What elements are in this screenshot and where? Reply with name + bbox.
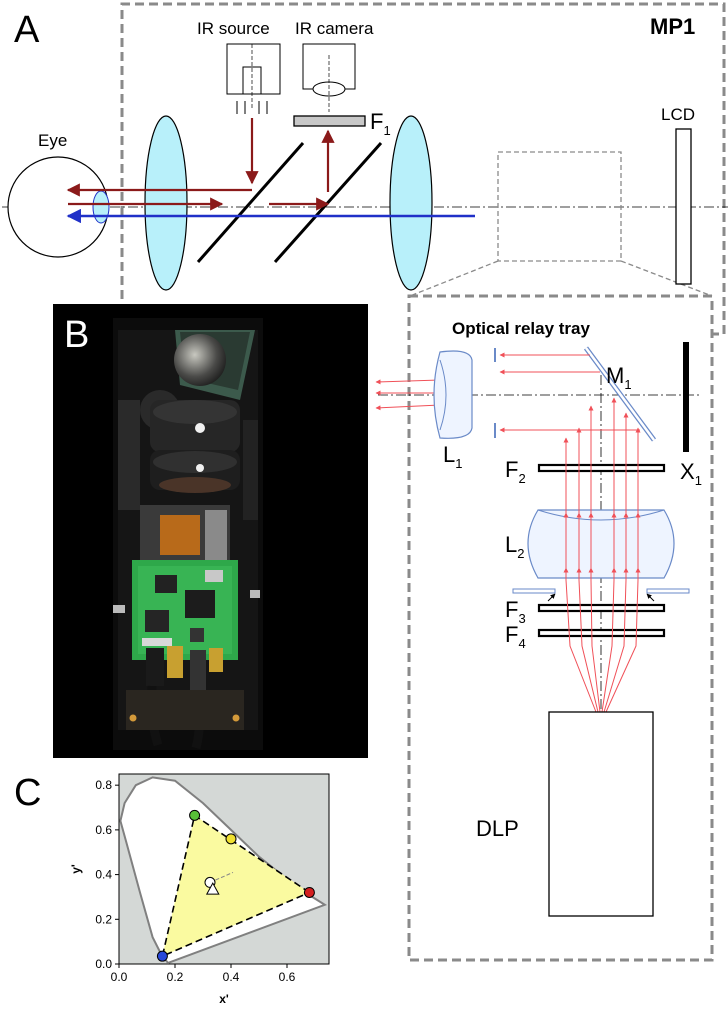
dlp-label: DLP (476, 816, 519, 841)
y-axis-label: y' (69, 864, 83, 874)
panel-b: B (53, 304, 368, 758)
aperture-arrow-right (646, 593, 655, 602)
x-tick-label-2: 0.4 (223, 970, 240, 984)
filter-f1-label: F1 (370, 109, 391, 138)
y-tick-label-4: 0.8 (95, 778, 112, 792)
chromaticity-chart: 0.0 0.2 0.4 0.6 0.0 0.2 0.4 0.6 0.8 x' y' (69, 773, 330, 1006)
x-tick-label-1: 0.2 (167, 970, 184, 984)
eye: Eye (7, 131, 110, 258)
ir-source-label: IR source (197, 19, 270, 38)
relay-title: Optical relay tray (452, 319, 591, 338)
y-tick-label-2: 0.4 (95, 868, 112, 882)
filter-f2-label: F2 (505, 457, 526, 486)
mp1-title: MP1 (650, 14, 695, 39)
relay-zoom-line-right (620, 260, 713, 297)
relay-box (497, 151, 622, 262)
relay-tray: Optical relay tray L1 M1 X1 (375, 294, 714, 962)
aperture-arrow-left (547, 593, 556, 602)
device-photo (113, 318, 263, 750)
primary-point-1 (189, 809, 201, 821)
objective-lens (389, 115, 433, 291)
lcd-panel (675, 128, 692, 285)
eye-label: Eye (38, 131, 67, 150)
relay-out-ray-1 (375, 379, 441, 385)
x-tick-label-0: 0.0 (111, 970, 128, 984)
white-point-guide (209, 871, 234, 883)
mirror-m1-label: M1 (606, 363, 632, 392)
filter-f4-label: F4 (505, 622, 526, 651)
data-point-triangle-2 (205, 882, 220, 895)
panel-a: A MP1 Eye IR source (2, 2, 728, 336)
aperture-right (646, 588, 690, 594)
lens-l1-label: L1 (443, 442, 462, 471)
lens-l2 (527, 509, 675, 579)
ir-camera: IR camera (295, 19, 374, 112)
lens-l2-label: L2 (505, 532, 524, 561)
filter-f1 (293, 115, 366, 127)
lens-l1 (433, 350, 473, 439)
ir-camera-label: IR camera (295, 19, 374, 38)
beam-splitter-1 (196, 142, 305, 263)
panel-label-c: C (14, 772, 41, 814)
filter-f3-label: F3 (505, 597, 526, 626)
x-axis-label: x' (219, 992, 229, 1006)
relay-out-ray-3 (375, 404, 441, 411)
primary-point-2 (156, 950, 168, 962)
panel-label-a: A (14, 9, 40, 51)
filter-f2 (537, 463, 666, 473)
lcd-label: LCD (661, 105, 695, 124)
relay-frame (407, 294, 714, 962)
panel-c: C 0.0 0.2 0.4 0.6 0.0 0.2 0.4 0.6 0.8 x' y' (14, 772, 330, 1006)
filter-f4 (537, 628, 666, 638)
ir-source: IR source (197, 19, 281, 114)
aperture-left (512, 588, 556, 594)
filter-f3 (537, 603, 666, 613)
display-gamut (161, 814, 312, 958)
panel-label-b: B (64, 314, 89, 356)
y-tick-label-3: 0.6 (95, 823, 112, 837)
primary-point-0 (303, 886, 315, 898)
x-tick-label-3: 0.6 (279, 970, 296, 984)
y-tick-label-1: 0.2 (95, 912, 112, 926)
relay-ray-arrows (563, 397, 641, 580)
y-tick-label-0: 0.0 (95, 957, 112, 971)
data-point-0 (225, 833, 237, 845)
dlp-projector (548, 711, 654, 917)
shutter-x1-label: X1 (680, 459, 702, 488)
